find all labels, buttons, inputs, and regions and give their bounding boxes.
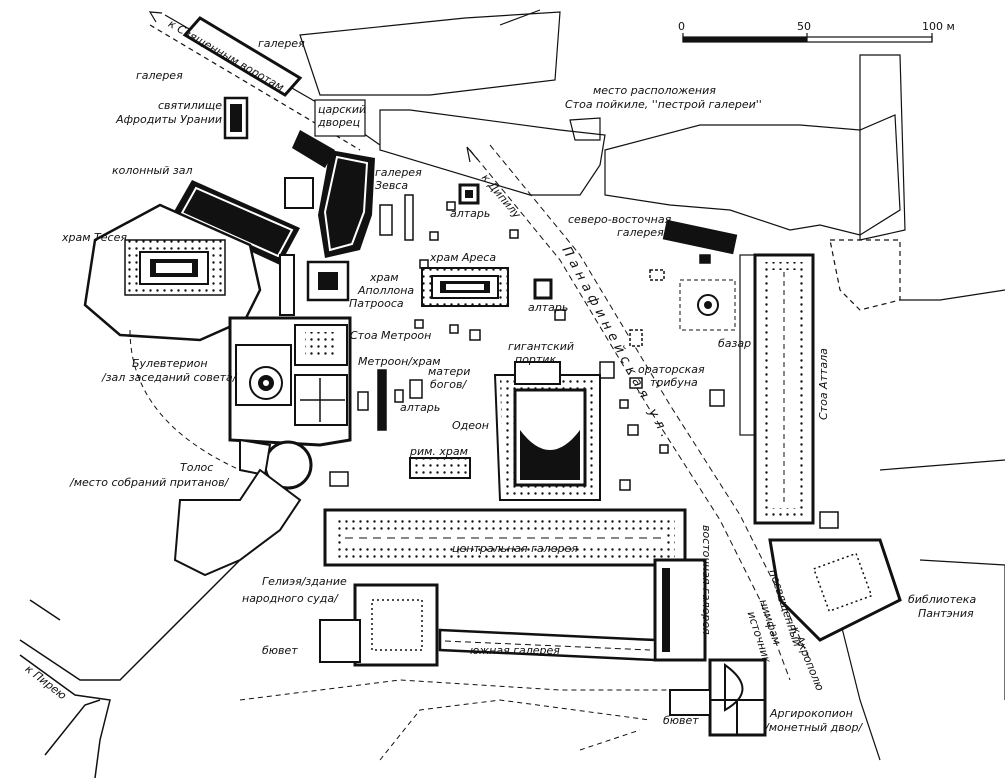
colonnade-hall — [172, 180, 300, 265]
label-poikile-1: место расположения — [593, 84, 716, 97]
label-giant-2: портик — [515, 353, 557, 366]
label-gallery-left: галерея — [136, 69, 183, 82]
label-library-2: Пантэния — [918, 607, 974, 620]
label-apollo-3: Патрооса — [349, 297, 404, 310]
label-apollo-1: храм — [370, 271, 399, 284]
stoa-attalos — [739, 253, 815, 525]
tholos-annex — [173, 468, 302, 577]
label-mother-1: матери — [428, 365, 471, 378]
ne-gallery — [662, 219, 738, 255]
label-altar-low: алтарь — [400, 401, 441, 414]
stoa-zeus — [284, 150, 375, 258]
label-theseus: храм Тесея — [62, 231, 127, 244]
scale-label-zero: 0 — [678, 20, 685, 33]
label-tholos-1: Толос — [180, 461, 214, 474]
label-tholos-2: /место собраний пританов/ — [70, 476, 229, 489]
label-attalos: Стоа Аттала — [817, 348, 830, 420]
label-poikile-2: Стоа пойкиле, ''пестрой галереи'' — [565, 98, 762, 111]
label-aphrodite-2: Афродиты Урании — [116, 113, 222, 126]
label-heliaia-1: Гелиэя/здание — [262, 575, 347, 588]
label-apollo-2: Аполлона — [358, 284, 415, 297]
royal-stoa — [292, 99, 366, 168]
hill-path — [129, 329, 241, 471]
label-odeon: Одеон — [452, 419, 489, 432]
label-ne-gallery-1: северо-восточная — [568, 213, 672, 226]
central-gallery — [323, 508, 687, 567]
stoa-northwest — [182, 16, 303, 97]
label-bouleuterion-1: Булевтерион — [132, 357, 208, 370]
bazaar — [679, 279, 736, 331]
label-aphrodite-1: святилище — [157, 99, 222, 112]
panathenaic-way — [469, 144, 811, 681]
roman-temple — [409, 457, 471, 479]
apollo-temple — [279, 254, 350, 316]
label-argyro-2: /монетный двор/ — [765, 721, 863, 734]
scale-label-mid: 50 — [797, 20, 811, 33]
label-giant-1: гигантский — [508, 340, 575, 353]
label-east-gallery: восточная галерея — [700, 525, 713, 635]
label-mother-2: богов/ — [430, 378, 467, 391]
label-heliaia-2: народного суда/ — [242, 592, 338, 605]
altar-top — [458, 183, 480, 205]
label-orator-1: ораторская — [638, 363, 705, 376]
tholos — [239, 438, 313, 490]
heliaia — [319, 583, 439, 667]
label-ne-gallery-2: галерея — [617, 226, 664, 239]
label-fountain-bottom: бювет — [663, 714, 699, 727]
label-zeus-1: галерея — [375, 166, 422, 179]
sacred-gate-arrow — [148, 11, 163, 23]
label-zeus-2: Зевса — [375, 179, 409, 192]
label-royal-1: царский — [318, 103, 367, 116]
label-library-1: библиотека — [908, 593, 977, 606]
label-royal-2: дворец — [318, 116, 361, 129]
label-orator-2: трибуна — [650, 376, 698, 389]
label-fountain-left: бювет — [262, 644, 298, 657]
south-paths — [239, 679, 690, 761]
ares-temple — [421, 267, 509, 307]
label-south-gallery: южная галерея — [470, 644, 560, 657]
city-outlines — [299, 9, 1005, 761]
bouleuterion-complex — [228, 316, 352, 447]
label-gallery-top: галерея — [258, 37, 305, 50]
south-gallery — [438, 628, 657, 662]
label-rom-temple: рим. храм — [410, 445, 468, 458]
label-metroon-stoa: Стоа Метроон — [350, 329, 432, 342]
dipylon-arrow — [466, 146, 479, 163]
aphrodite-sanctuary — [223, 96, 249, 140]
label-ares: храм Ареса — [430, 251, 497, 264]
piraeus-road — [19, 559, 241, 778]
label-colonnade: колонный зал — [112, 164, 193, 177]
library-pantainos — [768, 538, 902, 642]
altar-mid — [533, 278, 553, 300]
theseus-temple — [83, 203, 262, 342]
label-argyro-1: Аргирокопион — [770, 707, 853, 720]
odeon — [493, 361, 601, 501]
label-altar-top: алтарь — [450, 207, 491, 220]
east-gallery — [653, 558, 707, 662]
label-altar-mid: алтарь — [528, 301, 569, 314]
label-metroon: Метроон/храм — [358, 355, 441, 368]
label-bazaar: базар — [718, 337, 752, 350]
argyrokopeion — [669, 658, 767, 737]
label-bouleuterion-2: /зал заседаний совета/ — [102, 371, 237, 384]
scale-bar — [682, 33, 933, 43]
label-central-gallery: центральная галерея — [452, 542, 578, 555]
scale-label-end: 100 м — [922, 20, 955, 33]
